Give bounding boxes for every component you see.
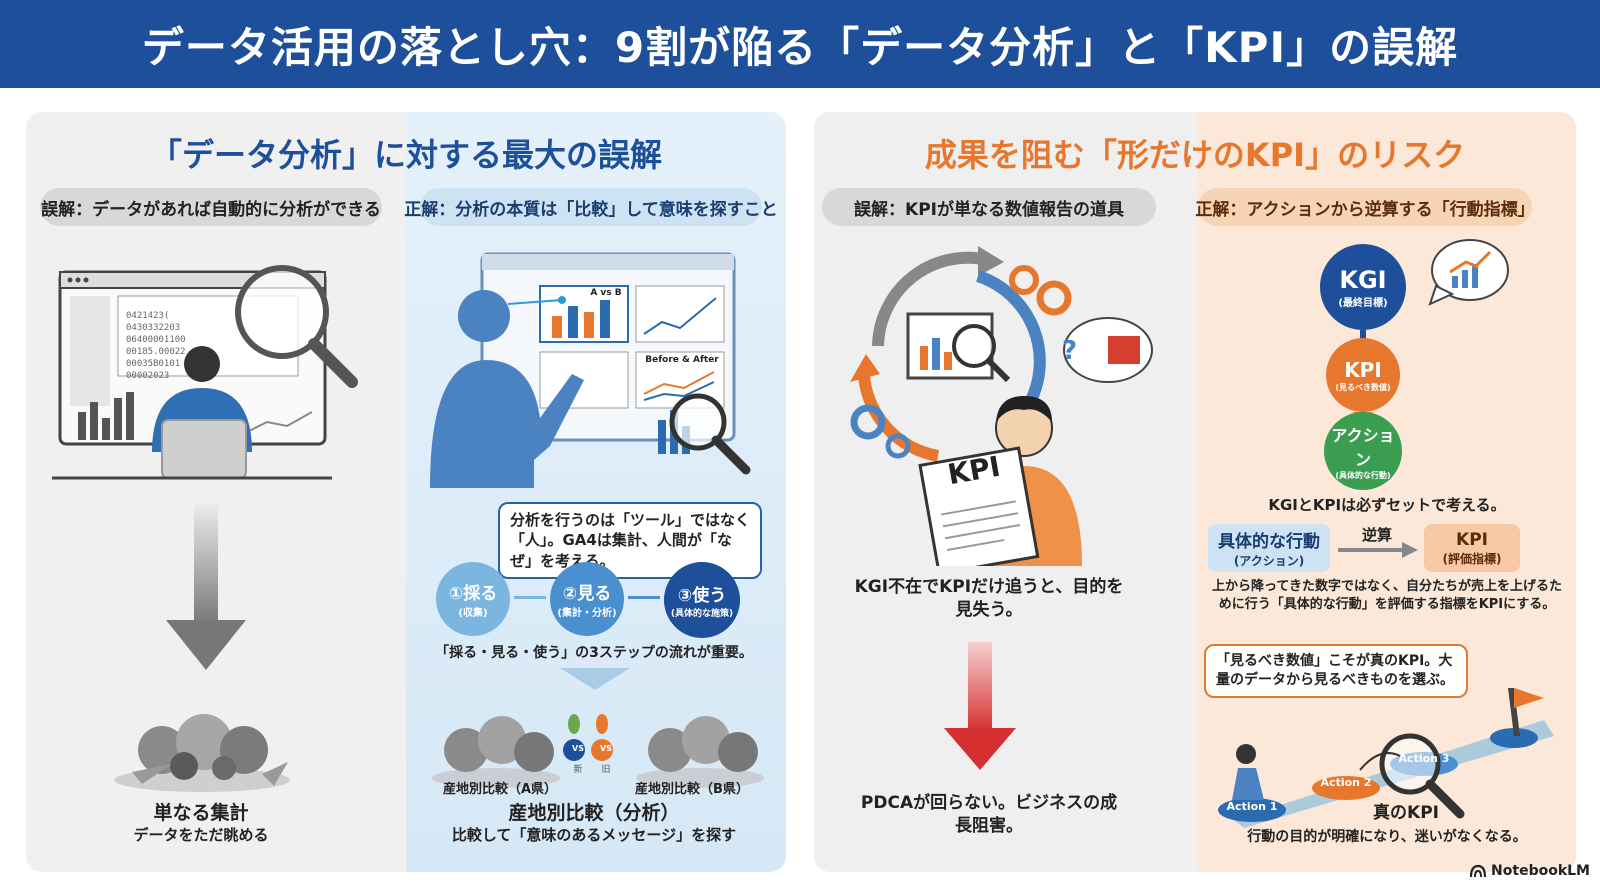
regional-comparison-illustration	[432, 714, 764, 788]
vegetables-pile-icon	[114, 714, 290, 792]
red-down-arrow-icon	[944, 642, 1016, 770]
vs-sub-left: 新	[573, 765, 583, 775]
misconception-caption-main: 単なる集計	[153, 802, 249, 824]
action-steps-illustration	[1218, 688, 1554, 828]
kpi-explanation: 上から降ってきた数字ではなく、自分たちが売上を上げるために行う「具体的な行動」を…	[1212, 579, 1562, 613]
flow-caption: KGIとKPIは必ずセットで考える。	[1268, 496, 1506, 514]
confused-kpi-person-illustration	[850, 246, 1153, 566]
kpi-misconception-label: 誤解：KPIが単なる数値報告の道具	[822, 188, 1156, 226]
truth-caption-sub: 比較して「意味のあるメッセージ」を探す	[451, 826, 737, 844]
action-node: アクション (具体的な行動)	[1324, 412, 1402, 490]
kpi-risk-title: 成果を阻む「形だけのKPI」のリスク	[924, 136, 1466, 174]
raw-data-monitor-illustration	[52, 265, 358, 480]
kpi-misconception-result: PDCAが回らない。ビジネスの成長阻害。	[860, 793, 1118, 836]
action-sub: (具体的な行動)	[1335, 470, 1391, 480]
digit-line: 0430332203	[126, 323, 181, 333]
kgi-sub: (最終目標)	[1338, 297, 1388, 309]
true-kpi-goal-label: 真のKPI	[1373, 803, 1439, 823]
step-arrow	[514, 596, 546, 599]
vs-badge-right: VS	[600, 744, 612, 753]
misconception-label: 誤解：データがあれば自動的に分析ができる	[40, 188, 382, 226]
data-analysis-panel: 「データ分析」に対する最大の誤解 誤解：データがあれば自動的に分析ができる 正解…	[26, 112, 786, 872]
step-view-sub: (集計・分析)	[557, 608, 617, 619]
step-use-sub: (具体的な施策)	[670, 609, 734, 619]
kgi-node: KGI (最終目標)	[1320, 244, 1406, 330]
vs-sub-right: 旧	[601, 765, 611, 775]
brand-label: NotebookLM	[1491, 863, 1590, 879]
reverse-calc-label: 逆算	[1361, 526, 1392, 544]
data-analysis-title: 「データ分析」に対する最大の誤解	[149, 136, 662, 174]
steps-caption: 「採る・見る・使う」の3ステップの流れが重要。	[435, 645, 753, 661]
misconception-caption-sub: データをただ眺める	[133, 826, 269, 844]
digit-line: 06400001100	[126, 335, 186, 345]
comparison-dashboard-illustration	[430, 252, 751, 488]
chart-a-vs-b-label: A vs B	[590, 288, 622, 298]
digit-line: 00185.00022	[126, 347, 186, 357]
step-collect-sub: (収集)	[458, 608, 488, 619]
step-use-title: ③使う	[677, 586, 727, 606]
kpi-eval-sub: (評価指標)	[1442, 551, 1502, 566]
step-view-title: ②見る	[562, 584, 612, 604]
concrete-action-sub: (アクション)	[1233, 554, 1305, 568]
title-bar: データ活用の落とし穴：9割が陥る「データ分析」と「KPI」の誤解	[0, 0, 1600, 88]
tool-vs-human-bubble: 分析を行うのは「ツール」ではなく「人」。GA4は集計、人間が「なぜ」を考える。	[498, 502, 762, 579]
down-chevron-icon	[560, 668, 630, 690]
kpi-misconception-caption: KGI不在でKPIだけ追うと、目的を見失う。	[854, 577, 1124, 620]
concrete-action-box: 具体的な行動 (アクション)	[1208, 524, 1330, 572]
step-view: ②見る (集計・分析)	[550, 562, 624, 636]
page-title: データ活用の落とし穴：9割が陥る「データ分析」と「KPI」の誤解	[141, 22, 1459, 72]
reverse-arrow-icon	[1338, 542, 1418, 558]
truth-caption-main: 産地別比較（分析）	[508, 802, 680, 824]
chart-bubble-icon	[1428, 239, 1509, 306]
action-title: アクション	[1331, 425, 1395, 469]
concrete-action-title: 具体的な行動	[1218, 532, 1320, 552]
kgi-title: KGI	[1339, 265, 1387, 294]
kpi-eval-title: KPI	[1456, 529, 1488, 550]
kpi-truth-caption: 行動の目的が明確になり、迷いがなくなる。	[1247, 829, 1527, 845]
raw-data-digits: 0421423( 0430332203 06400001100 00185.00…	[126, 310, 276, 382]
brand-footer: NotebookLM	[1450, 858, 1590, 884]
notebooklm-logo-icon	[1470, 864, 1487, 878]
step-use: ③使う (具体的な施策)	[664, 562, 740, 638]
step-collect: ①採る (収集)	[436, 562, 510, 636]
step-arrow	[628, 596, 660, 599]
kpi-node: KPI (見るべき数値)	[1326, 338, 1400, 412]
digit-line: 00002023	[126, 371, 170, 381]
down-arrow-icon	[166, 504, 246, 670]
compare-b-label: 産地別比較（B県）	[635, 782, 749, 797]
kpi-truth-label: 正解：アクションから逆算する「行動指標」	[1195, 188, 1535, 226]
kpi-eval-box: KPI (評価指標)	[1424, 524, 1520, 572]
digit-line: 00035B0101	[126, 359, 181, 369]
true-kpi-bubble: 「見るべき数値」こそが真のKPI。大量のデータから見るべきものを選ぶ。	[1204, 644, 1468, 698]
digit-line: 0421423(	[126, 311, 170, 321]
chart-before-after-label: Before & After	[645, 355, 719, 365]
kpi-title: KPI	[1344, 357, 1382, 382]
compare-a-label: 産地別比較（A県）	[442, 782, 558, 797]
kpi-risk-panel: 成果を阻む「形だけのKPI」のリスク 誤解：KPIが単なる数値報告の道具 正解：…	[814, 112, 1576, 872]
action-2-label: Action 2	[1320, 776, 1372, 789]
vs-badge-left: VS	[572, 744, 584, 753]
truth-label: 正解：分析の本質は「比較」して意味を探すこと	[404, 188, 778, 226]
question-mark-icon: ?	[1062, 336, 1078, 366]
action-1-label: Action 1	[1226, 800, 1278, 813]
action-3-label: Action 3	[1398, 752, 1450, 765]
kpi-sub: (見るべき数値)	[1335, 382, 1391, 392]
step-collect-title: ①採る	[448, 584, 498, 604]
